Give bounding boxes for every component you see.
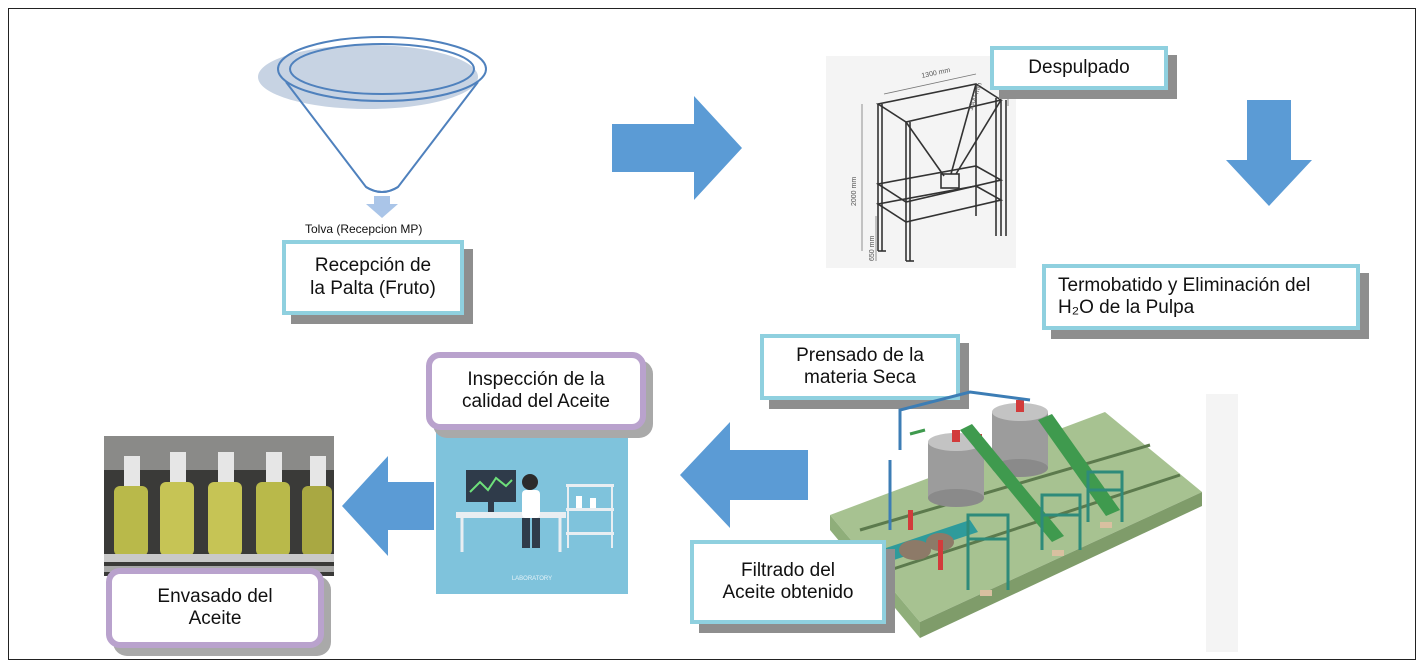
termobatido-line2: H₂O de la Pulpa bbox=[1058, 297, 1195, 318]
dim-height: 2000 mm bbox=[851, 177, 858, 206]
termobatido-line1: Termobatido y Eliminación del bbox=[1058, 274, 1311, 296]
filtrado-line2: Aceite obtenido bbox=[722, 582, 854, 603]
dim-clearance: 650 mm bbox=[869, 236, 876, 261]
inspeccion-line2: calidad del Aceite bbox=[462, 391, 610, 412]
hopper-caption: Tolva (Recepcion MP) bbox=[305, 222, 423, 236]
hopper-illustration bbox=[258, 36, 487, 218]
laboratory-illustration: LABORATORY bbox=[436, 426, 628, 594]
arrow-right bbox=[612, 96, 742, 200]
step-despulpado-label: Despulpado bbox=[990, 46, 1168, 90]
envasado-line2: Aceite bbox=[188, 608, 242, 629]
reception-line1: Recepción de bbox=[314, 255, 432, 277]
envasado-line1: Envasado del bbox=[157, 585, 273, 607]
arrow-down bbox=[1226, 100, 1312, 206]
arrow-left-2 bbox=[342, 456, 434, 556]
lab-caption: LABORATORY bbox=[512, 576, 552, 582]
diagram-frame bbox=[8, 8, 1416, 660]
arrow-left-1 bbox=[680, 422, 808, 528]
reception-line2: la Palta (Fruto) bbox=[310, 277, 436, 299]
filtrado-line1: Filtrado del bbox=[741, 559, 835, 581]
inspeccion-line1: Inspección de la bbox=[467, 368, 605, 390]
bottling-photo bbox=[104, 436, 334, 576]
prensado-line1: Prensado de la bbox=[796, 344, 924, 366]
background-panel bbox=[1206, 394, 1238, 652]
depulper-drawing: 1300 mm 1300 mm 2000 mm 650 mm bbox=[826, 56, 1016, 268]
prensado-line2: materia Seca bbox=[804, 367, 916, 388]
